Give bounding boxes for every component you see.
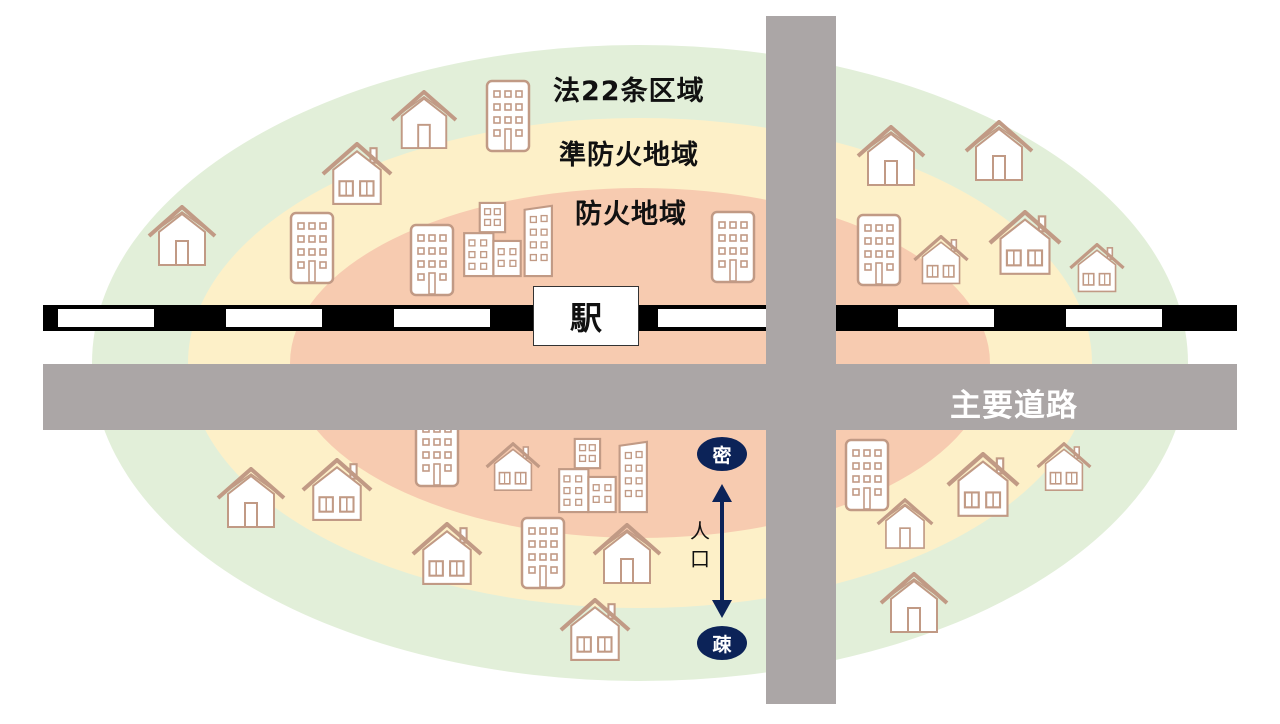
railway-segment: [1066, 309, 1162, 327]
railway-track: [43, 305, 1237, 331]
railway-segment: [226, 309, 322, 327]
sparse-badge: 疎: [697, 626, 747, 660]
main-road-vertical: [766, 16, 836, 704]
railway-line: [43, 305, 1237, 331]
building-icon: [856, 213, 902, 287]
population-label-char: 人: [690, 519, 710, 543]
building-icon: [485, 79, 531, 153]
population-label: 人 口: [688, 517, 712, 573]
main-road-label: 主要道路: [950, 388, 1078, 424]
building-icon: [520, 516, 566, 590]
building-icon: [409, 223, 455, 297]
zone-label-law22: 法22条区域: [553, 76, 705, 107]
population-density-arrow: [712, 484, 732, 618]
building-icon: [710, 210, 756, 284]
station-label: 駅: [533, 286, 639, 346]
dense-badge: 密: [697, 437, 747, 471]
zone-label-quasi-fire: 準防火地域: [559, 140, 699, 171]
population-label-char: 口: [690, 547, 710, 571]
building-icon: [289, 211, 335, 285]
railway-segment: [58, 309, 154, 327]
building-icon: [844, 438, 890, 512]
zone-label-fire: 防火地域: [575, 199, 687, 230]
railway-segment: [394, 309, 490, 327]
railway-segment: [898, 309, 994, 327]
main-road-horizontal: [43, 364, 1237, 430]
